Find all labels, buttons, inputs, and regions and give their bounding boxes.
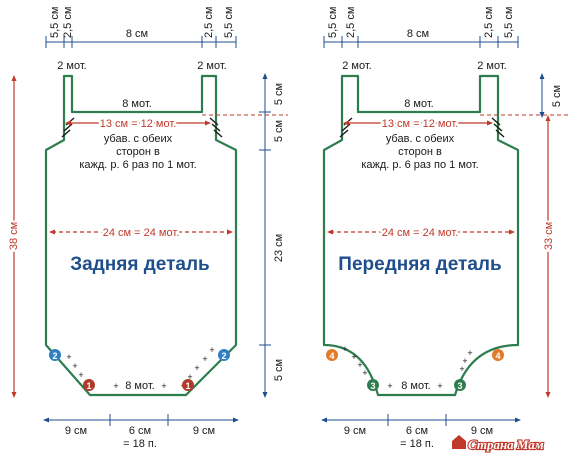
back-top-dim-3: 8 см [126,28,148,40]
svg-text:3: 3 [457,381,462,391]
back-badge-left-bottom: 1 [83,379,95,391]
front-badge-right-top: 4 [492,349,504,361]
svg-text:+: + [342,344,347,354]
back-right-dim-2: 5 см [273,120,285,142]
back-badge-right-bottom: 1 [182,379,194,391]
back-crotch-label: 8 мот. [125,380,155,392]
svg-text:+: + [187,372,192,382]
svg-text:+: + [78,370,83,380]
back-neck-label: 8 мот. [122,98,152,110]
svg-text:+: + [194,363,199,373]
front-top-dim-5: 5,5 см [503,7,515,38]
front-neck-label: 8 мот. [404,98,434,110]
back-decrease-line-2: сторон в [116,146,160,158]
svg-text:1: 1 [86,381,91,391]
front-bottom-dim-2: 6 см [406,425,428,437]
front-strap-left-label: 2 мот. [342,60,372,72]
svg-text:+: + [459,364,464,374]
svg-text:+: + [362,368,367,378]
front-badge-left-bottom: 3 [367,379,379,391]
front-bottom-note: = 18 п. [400,438,434,450]
svg-text:+: + [467,348,472,358]
back-top-dim-1: 5,5 см [49,7,61,38]
svg-text:4: 4 [329,351,334,361]
front-top-dim-1: 5,5 см [327,7,339,38]
front-decrease-line-1: убав. с обеих [386,133,455,145]
front-bottom-dimensions [321,414,521,426]
back-bottom-note: = 18 п. [123,438,157,450]
back-piece: 5,5 см 2,5 см 8 см 2,5 см 5,5 см 2 мот. … [6,7,285,450]
back-left-height: 38 см [8,222,20,250]
back-right-dim-3: 23 см [273,234,285,262]
svg-text:+: + [113,381,118,391]
front-bottom-dim-1: 9 см [344,425,366,437]
svg-text:+: + [72,361,77,371]
back-decrease-line-1: убав. с обеих [104,133,173,145]
back-bottom-dim-1: 9 см [65,425,87,437]
svg-text:1: 1 [185,381,190,391]
front-crotch-label: 8 мот. [401,380,431,392]
back-strap-right-label: 2 мот. [197,60,227,72]
front-piece: 5,5 см 2,5 см 8 см 2,5 см 5,5 см 2 мот. … [202,7,568,450]
svg-text:3: 3 [370,381,375,391]
back-bottom-dim-2: 6 см [129,425,151,437]
front-right-dim-1: 5 см [551,85,563,107]
front-strap-right-label: 2 мот. [477,60,507,72]
front-badge-left-top: 4 [326,349,338,361]
svg-text:2: 2 [221,351,226,361]
watermark: Страна Мам [452,435,545,453]
back-badge-right-top: 2 [218,349,230,361]
front-decrease-line-3: кажд. р. 6 раз по 1 мот. [361,159,478,171]
back-top-dim-5: 5,5 см [223,7,235,38]
watermark-house-icon [452,435,466,449]
back-right-dimensions [259,73,271,398]
front-badge-right-bottom: 3 [454,379,466,391]
svg-text:+: + [357,360,362,370]
front-top-dim-4: 2,5 см [483,7,495,38]
back-top-dim-2: 2,5 см [62,7,74,38]
back-strap-left-label: 2 мот. [57,60,87,72]
back-outline [44,74,238,397]
back-decrease-line-3: кажд. р. 6 раз по 1 мот. [79,159,196,171]
back-bottom-dim-3: 9 см [193,425,215,437]
back-right-dim-1: 5 см [273,83,285,105]
svg-text:+: + [66,352,71,362]
svg-text:+: + [202,354,207,364]
front-right-dim-2: 33 см [543,222,555,250]
back-top-dim-4: 2,5 см [203,7,215,38]
back-right-dim-4: 5 см [273,359,285,381]
front-plus-marks: ++++ +++ ++ [342,344,472,391]
front-top-dim-2: 2,5 см [345,7,357,38]
back-chest-width: 13 см = 12 мот. [100,118,177,130]
front-chest-width: 13 см = 12 мот. [382,118,459,130]
front-title: Передняя деталь [338,254,501,275]
front-top-dim-3: 8 см [407,28,429,40]
svg-text:+: + [209,345,214,355]
svg-text:+: + [161,381,166,391]
front-top-dimensions [323,36,519,48]
svg-text:+: + [462,356,467,366]
back-body-width: 24 см = 24 мот. [103,227,180,239]
svg-text:4: 4 [495,351,500,361]
back-title: Задняя деталь [70,254,209,275]
front-bottom-dim-3: 9 см [471,425,493,437]
svg-text:+: + [351,352,356,362]
back-badge-left-top: 2 [49,349,61,361]
front-body-width: 24 см = 24 мот. [382,227,459,239]
front-decrease-line-2: сторон в [398,146,442,158]
svg-text:+: + [437,381,442,391]
back-bottom-dimensions [43,414,239,426]
watermark-text: Страна Мам [468,437,544,452]
svg-text:+: + [387,381,392,391]
svg-text:2: 2 [52,351,57,361]
back-top-dimensions [45,36,237,48]
